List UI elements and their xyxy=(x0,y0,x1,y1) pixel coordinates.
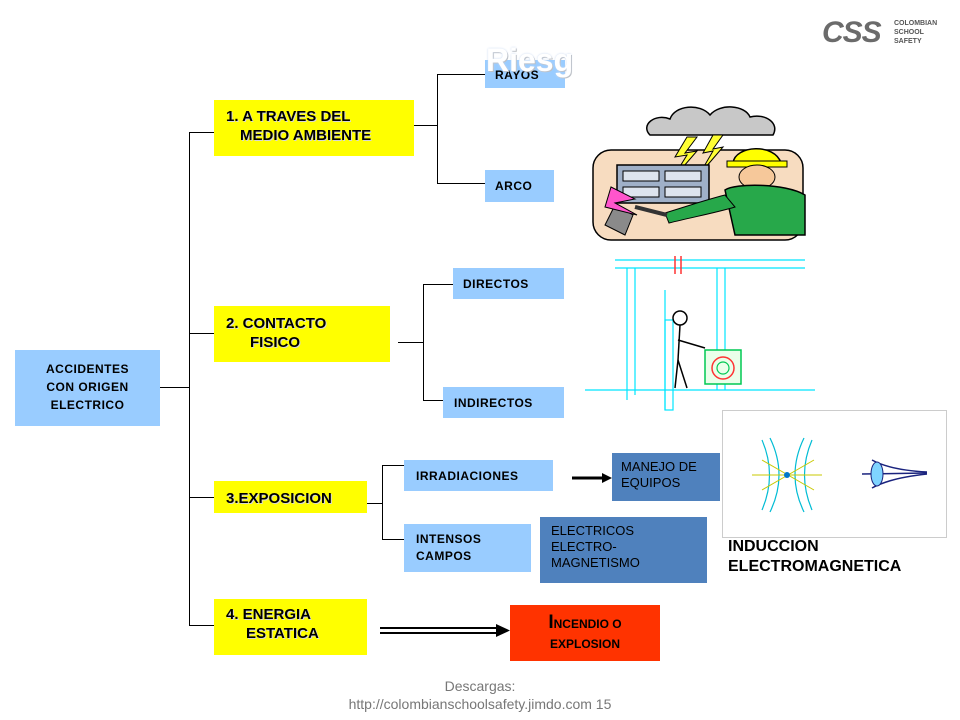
logo-mark: CSS xyxy=(822,16,882,49)
electromagnetic-field-illustration xyxy=(722,410,947,538)
logo-line3: SAFETY xyxy=(894,38,922,45)
leaf-arco-label: ARCO xyxy=(495,179,533,193)
worker-lightning-illustration xyxy=(575,95,806,245)
induccion-label: INDUCCION ELECTROMAGNETICA xyxy=(728,537,901,577)
leaf-arco: ARCO xyxy=(485,170,554,202)
double-arrow-right-icon xyxy=(380,624,510,637)
arrow-right-icon xyxy=(572,473,612,483)
title-fragment: Riesg xyxy=(486,42,574,78)
category-1-line-2: MEDIO AMBIENTE xyxy=(240,127,372,144)
category-exposicion: 3.EXPOSICION xyxy=(214,481,367,513)
footer-line-1: Descargas: xyxy=(444,678,516,694)
outcome-electricos-line-3: MAGNETISMO xyxy=(551,555,640,570)
outcome-manejo-line-2: EQUIPOS xyxy=(621,475,681,490)
leaf-rayos: RAYOS xyxy=(485,60,565,88)
outcome-electricos-line-1: ELECTRICOS xyxy=(551,523,635,538)
outcome-incendio-explosion: INCENDIO O EXPLOSION xyxy=(510,605,660,661)
outcome-incendio-cap: I xyxy=(548,612,554,633)
outcome-incendio-line-2: EXPLOSION xyxy=(549,637,620,651)
outcome-manejo-equipos: MANEJO DE EQUIPOS xyxy=(612,453,720,501)
induccion-line-1: INDUCCION xyxy=(728,538,819,555)
outcome-incendio-line-1: INCENDIO O xyxy=(510,612,660,635)
induccion-line-2: ELECTROMAGNETICA xyxy=(728,558,902,575)
leaf-irradiaciones-label: IRRADIACIONES xyxy=(416,469,519,483)
category-3-line-1: 3.EXPOSICION xyxy=(226,490,332,507)
footer: Descargas: http://colombianschoolsafety.… xyxy=(300,677,660,713)
leaf-indirectos: INDIRECTOS xyxy=(443,387,564,418)
leaf-directos: DIRECTOS xyxy=(453,268,564,299)
category-2-line-2: FISICO xyxy=(250,334,301,351)
outcome-incendio-rest: NCENDIO O xyxy=(553,617,622,631)
css-logo: CSS COLOMBIAN SCHOOL SAFETY xyxy=(822,16,942,58)
root-line-1: ACCIDENTES xyxy=(45,362,129,376)
footer-line-2: http://colombianschoolsafety.jimdo.com 1… xyxy=(348,696,612,712)
logo-line1: COLOMBIAN xyxy=(894,20,938,27)
category-2-line-1: 2. CONTACTO xyxy=(226,315,327,332)
contact-illustration xyxy=(585,256,815,411)
outcome-electromagnetismo: ELECTRICOS ELECTRO- MAGNETISMO xyxy=(540,517,707,583)
leaf-directos-label: DIRECTOS xyxy=(463,277,529,291)
category-medio-ambiente: 1. A TRAVES DEL MEDIO AMBIENTE xyxy=(214,100,414,156)
leaf-rayos-label: RAYOS xyxy=(495,68,540,82)
leaf-intensos-line-1: INTENSOS xyxy=(416,532,482,546)
logo-line2: SCHOOL xyxy=(894,29,924,36)
leaf-irradiaciones: IRRADIACIONES xyxy=(404,460,553,491)
leaf-intensos-line-2: CAMPOS xyxy=(416,549,472,563)
category-energia-estatica: 4. ENERGIA ESTATICA xyxy=(214,599,367,655)
root-line-3: ELECTRICO xyxy=(50,398,125,412)
root-line-2: CON ORIGEN xyxy=(46,380,129,394)
category-1-line-1: 1. A TRAVES DEL xyxy=(226,108,351,125)
category-4-line-1: 4. ENERGIA xyxy=(226,606,312,623)
outcome-electricos-line-2: ELECTRO- xyxy=(551,539,617,554)
outcome-manejo-line-1: MANEJO DE xyxy=(621,459,697,474)
leaf-intensos-campos: INTENSOS CAMPOS xyxy=(404,524,531,572)
leaf-indirectos-label: INDIRECTOS xyxy=(454,396,533,410)
root-node-accidentes: ACCIDENTES CON ORIGEN ELECTRICO xyxy=(15,350,160,426)
category-contacto-fisico: 2. CONTACTO FISICO xyxy=(214,306,390,362)
category-4-line-2: ESTATICA xyxy=(246,625,319,642)
